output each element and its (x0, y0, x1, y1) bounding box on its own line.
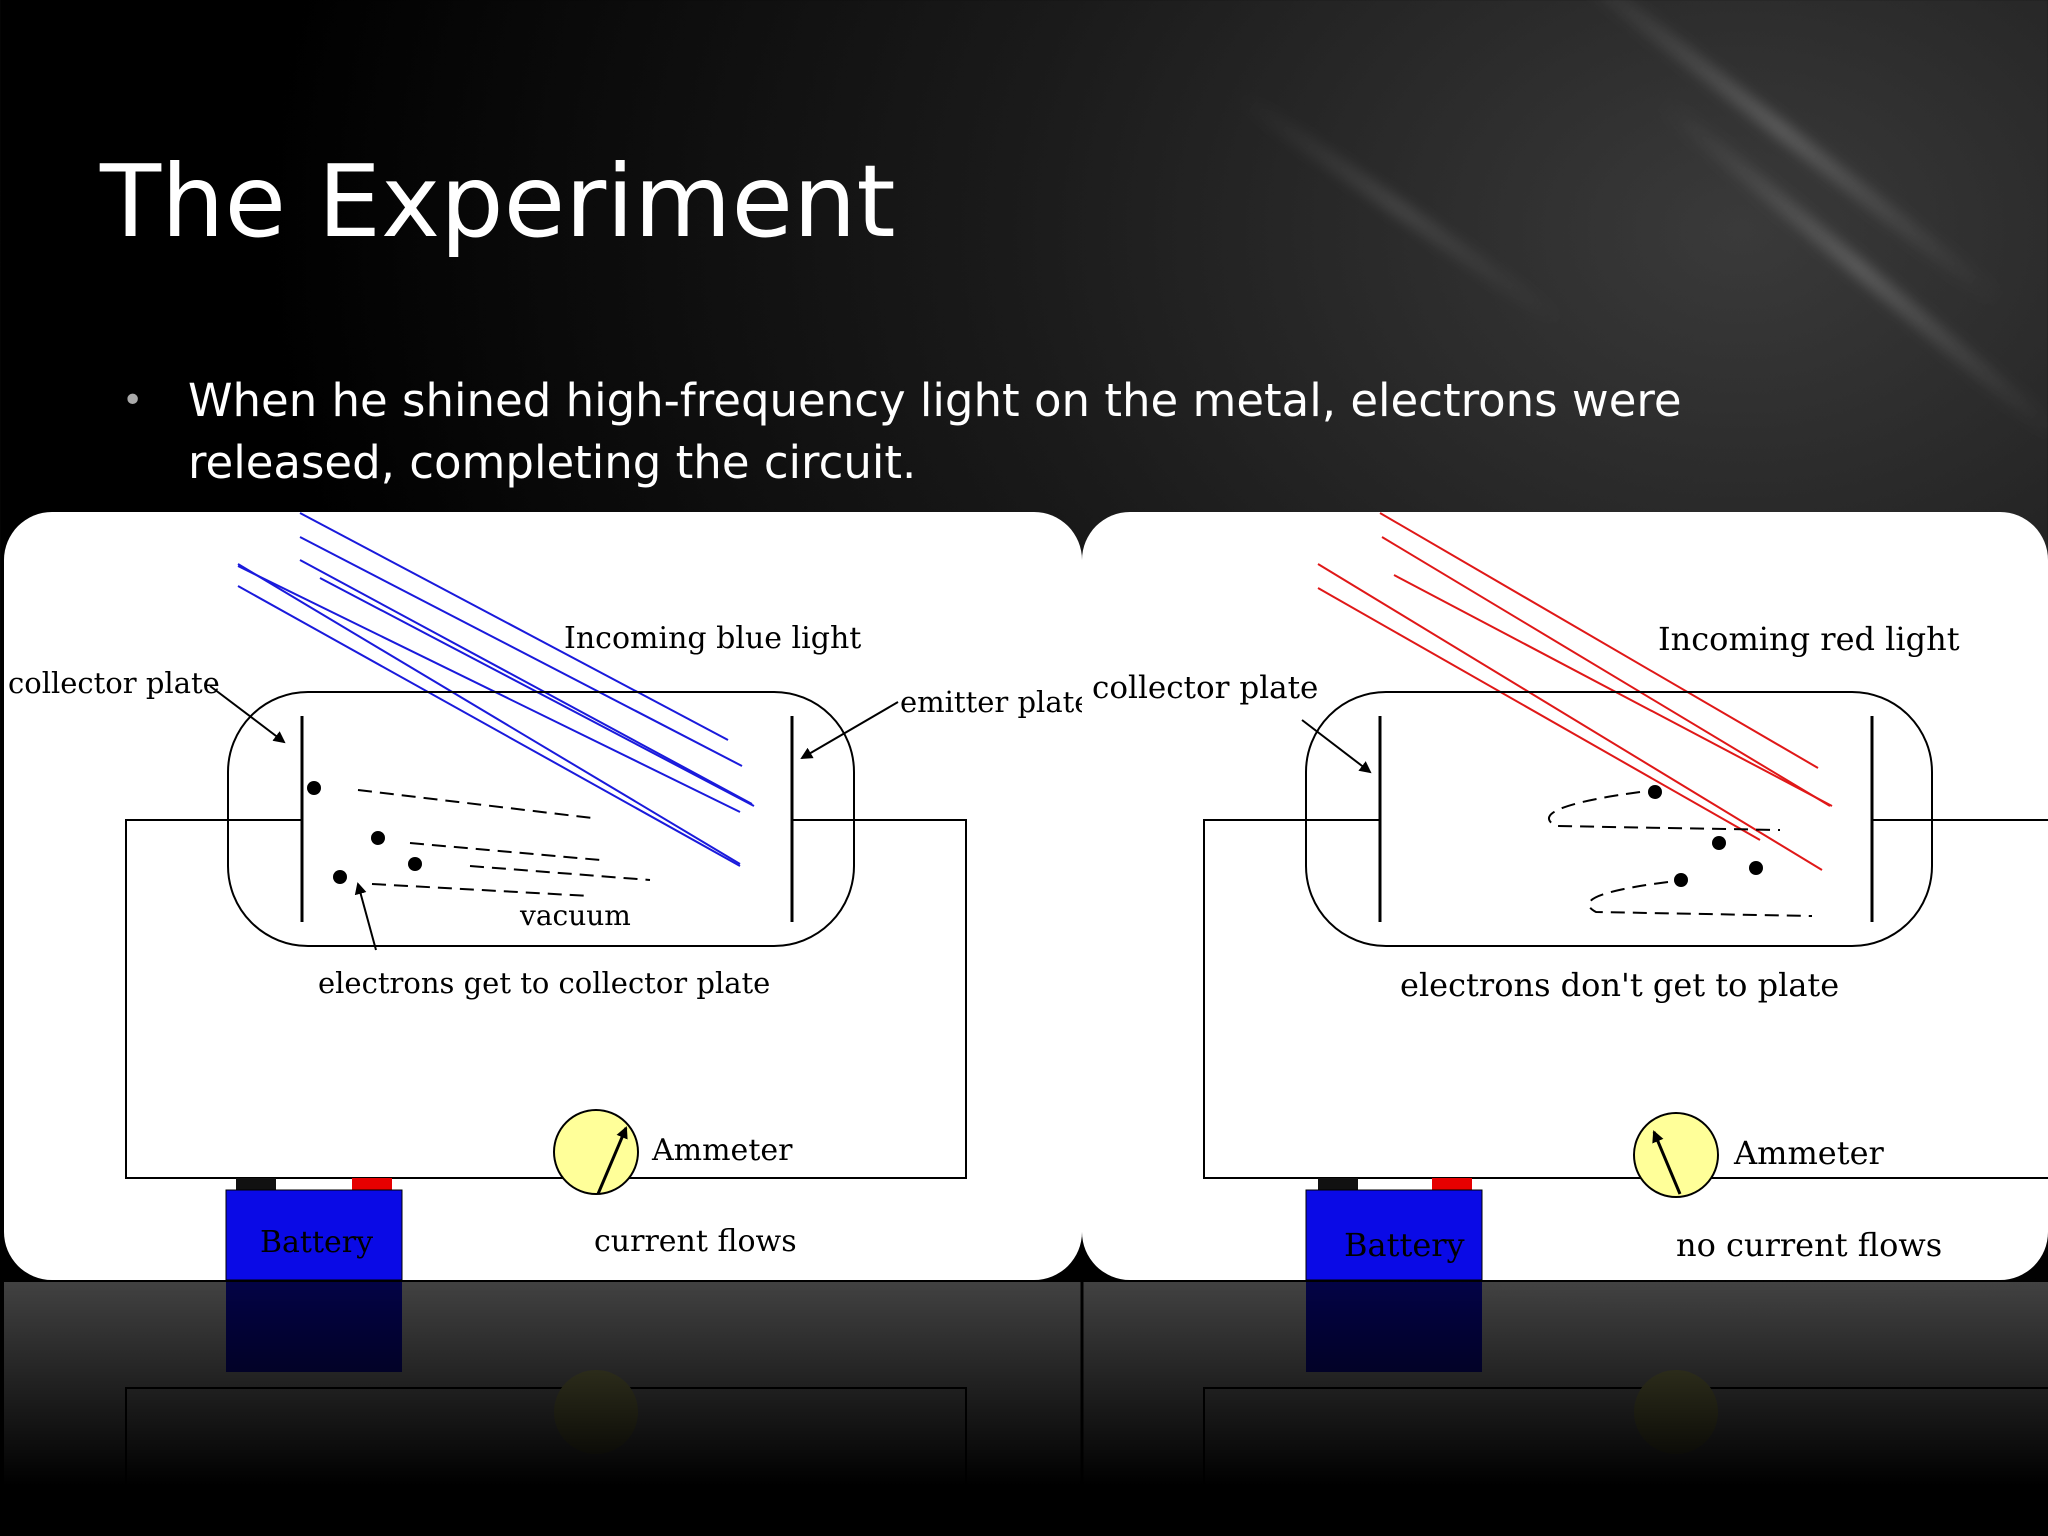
left-collector-label: collector plate (8, 666, 220, 700)
right-collector-arrow (1301, 719, 1372, 774)
left-battery-pos-terminal (352, 1178, 392, 1192)
right-battery-pos-terminal (1432, 1178, 1472, 1192)
right-battery (1305, 1189, 1483, 1281)
right-collector-label: collector plate (1092, 670, 1318, 706)
reflection-fade (0, 1282, 2048, 1536)
right-light-label: Incoming red light (1658, 620, 1960, 658)
left-panel-background (4, 512, 1082, 1280)
right-diagram: Incoming red light collector plate elect… (1082, 512, 2048, 1281)
bullet-text: When he shined high-frequency light on t… (188, 374, 1682, 489)
left-electrons-label: electrons get to collector plate (318, 966, 770, 1000)
right-panel-background (1082, 512, 2048, 1280)
red-light-rays (1317, 512, 1833, 871)
right-current-label: no current flows (1676, 1226, 1942, 1264)
left-emitter-label: emitter plate (900, 685, 1091, 719)
left-current-label: current flows (594, 1224, 797, 1259)
left-circuit-wire (125, 819, 967, 1179)
left-electron-arrow (354, 882, 377, 951)
right-battery-neg-terminal (1318, 1178, 1358, 1192)
bullet-dot-icon: • (122, 380, 144, 421)
left-battery-neg-terminal (236, 1178, 276, 1192)
left-electrons (307, 781, 651, 897)
left-battery-label: Battery (260, 1225, 373, 1260)
left-battery (225, 1189, 403, 1281)
left-diagram: Incoming blue light collector plate emit… (4, 512, 1091, 1281)
left-light-label: Incoming blue light (564, 621, 861, 656)
left-emitter-arrow (800, 701, 899, 760)
right-ammeter-label: Ammeter (1733, 1134, 1885, 1172)
slide-title: The Experiment (100, 143, 896, 260)
blue-light-rays (237, 512, 755, 867)
right-circuit-wire (1203, 819, 2048, 1179)
bullet-point: • When he shined high-frequency light on… (122, 370, 1902, 494)
left-vacuum-label: vacuum (519, 899, 631, 932)
right-electrons (1548, 785, 1813, 917)
left-collector-arrow (209, 685, 286, 744)
left-ammeter-needle (596, 1126, 628, 1195)
right-battery-label: Battery (1344, 1226, 1465, 1264)
left-ammeter (553, 1109, 639, 1195)
right-electrons-label: electrons don't get to plate (1400, 966, 1839, 1004)
right-ammeter-needle (1652, 1130, 1682, 1195)
left-ammeter-label: Ammeter (651, 1133, 793, 1168)
